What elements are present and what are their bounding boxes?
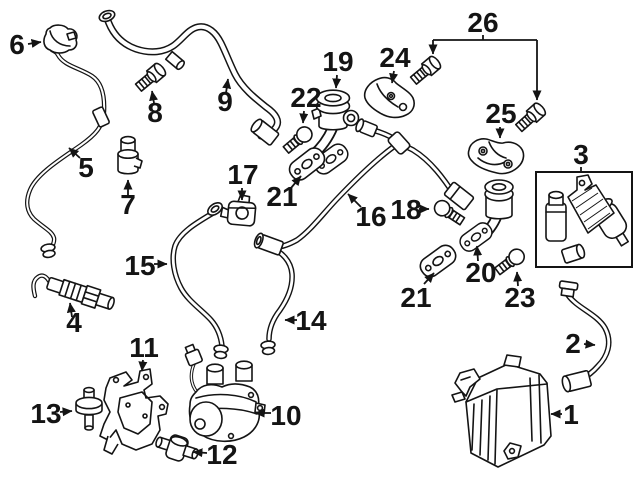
- callout-1: 1: [550, 399, 579, 430]
- callout-21-left: 21: [266, 175, 302, 212]
- callout-7: 7: [120, 179, 136, 220]
- small-cylinder: [560, 243, 586, 264]
- svg-text:26: 26: [467, 7, 498, 38]
- part-17-clamp: [219, 194, 257, 227]
- part-8-bolt: [132, 60, 169, 95]
- svg-text:23: 23: [504, 282, 535, 313]
- part-4-oxygen-sensor: [31, 273, 115, 310]
- part-23-bolt: [492, 245, 529, 279]
- callout-21-right: 21: [400, 272, 435, 313]
- callout-26: 26: [428, 7, 542, 101]
- callout-22: 22: [290, 82, 322, 124]
- callout-25: 25: [485, 98, 517, 139]
- callout-8: 8: [147, 90, 163, 128]
- svg-text:7: 7: [120, 189, 136, 220]
- svg-text:18: 18: [390, 194, 421, 225]
- svg-text:21: 21: [400, 282, 431, 313]
- callout-3: 3: [573, 139, 589, 172]
- svg-text:24: 24: [379, 42, 411, 73]
- hose-9-branch-fitting: [164, 50, 186, 71]
- svg-text:9: 9: [217, 86, 233, 117]
- callout-18: 18: [390, 194, 430, 225]
- callout-2: 2: [565, 328, 596, 359]
- callouts-layer: 1 2 3 4 5 6 7 8: [9, 7, 596, 470]
- callout-24: 24: [379, 42, 411, 84]
- callout-20: 20: [465, 245, 497, 288]
- svg-text:19: 19: [322, 46, 353, 77]
- hose-16-junction: [387, 131, 411, 155]
- callout-15: 15: [124, 250, 168, 281]
- hose-16-right-fitting: [443, 181, 475, 211]
- svg-text:17: 17: [227, 159, 258, 190]
- callout-10: 10: [254, 400, 302, 431]
- svg-text:6: 6: [9, 29, 25, 60]
- callout-5: 5: [68, 147, 94, 183]
- part-26-bolt-a: [407, 53, 444, 88]
- svg-text:5: 5: [78, 152, 94, 183]
- part-10-air-pump: [184, 343, 266, 443]
- part-25-shield-bracket: [467, 138, 525, 175]
- svg-text:13: 13: [30, 398, 61, 429]
- part-19-egr-valve: [311, 89, 360, 179]
- part-26-bolt-b: [513, 100, 549, 135]
- callout-6: 6: [9, 29, 42, 60]
- svg-text:10: 10: [270, 400, 301, 431]
- svg-text:12: 12: [206, 439, 237, 470]
- svg-text:1: 1: [563, 399, 579, 430]
- svg-text:21: 21: [266, 181, 297, 212]
- callout-14: 14: [284, 305, 327, 336]
- part-1-vapor-canister: [451, 354, 552, 468]
- callout-19: 19: [322, 46, 354, 89]
- callout-4: 4: [66, 302, 82, 338]
- part-13-check-valve: [75, 386, 103, 431]
- hose-15: [173, 199, 230, 360]
- svg-text:14: 14: [295, 305, 327, 336]
- pump-wire-connector: [184, 343, 203, 367]
- hatched-bracket: [567, 174, 615, 234]
- svg-text:4: 4: [66, 307, 82, 338]
- callout-11: 11: [129, 332, 159, 372]
- svg-text:20: 20: [465, 257, 496, 288]
- part-6-clip: [43, 24, 78, 54]
- callout-23: 23: [504, 271, 536, 313]
- part-24-bracket: [363, 76, 415, 119]
- callout-9: 9: [217, 78, 233, 117]
- part-12-check-valve: [155, 434, 199, 462]
- callout-17: 17: [227, 159, 259, 201]
- hose-5: [27, 50, 110, 260]
- part-3-solenoid-assembly: [535, 171, 633, 268]
- solenoid-cylinder-left: [545, 190, 567, 242]
- part-11-bracket: [99, 368, 169, 455]
- svg-text:3: 3: [573, 139, 589, 170]
- part-21-gasket-right: [415, 240, 461, 282]
- svg-text:22: 22: [290, 82, 321, 113]
- svg-text:25: 25: [485, 98, 516, 129]
- svg-text:15: 15: [124, 250, 155, 281]
- hose-9: [96, 7, 280, 146]
- hose-2-top-fitting: [558, 280, 579, 298]
- hose-2-elbow-fitting: [561, 369, 592, 393]
- hose-9-end-fitting: [250, 118, 280, 146]
- callout-16: 16: [347, 193, 387, 232]
- callout-13: 13: [30, 398, 73, 429]
- hose-16-left-fitting: [253, 232, 284, 256]
- svg-text:2: 2: [565, 328, 581, 359]
- svg-text:11: 11: [129, 332, 159, 363]
- hose-2: [558, 280, 608, 393]
- hose-16-branch-connector: [355, 118, 378, 138]
- svg-text:16: 16: [355, 201, 386, 232]
- part-7-valve: [117, 135, 143, 175]
- callout-12: 12: [192, 439, 238, 470]
- svg-text:8: 8: [147, 97, 163, 128]
- hose-16: [253, 118, 475, 256]
- part-20-egr-valve: [456, 179, 514, 256]
